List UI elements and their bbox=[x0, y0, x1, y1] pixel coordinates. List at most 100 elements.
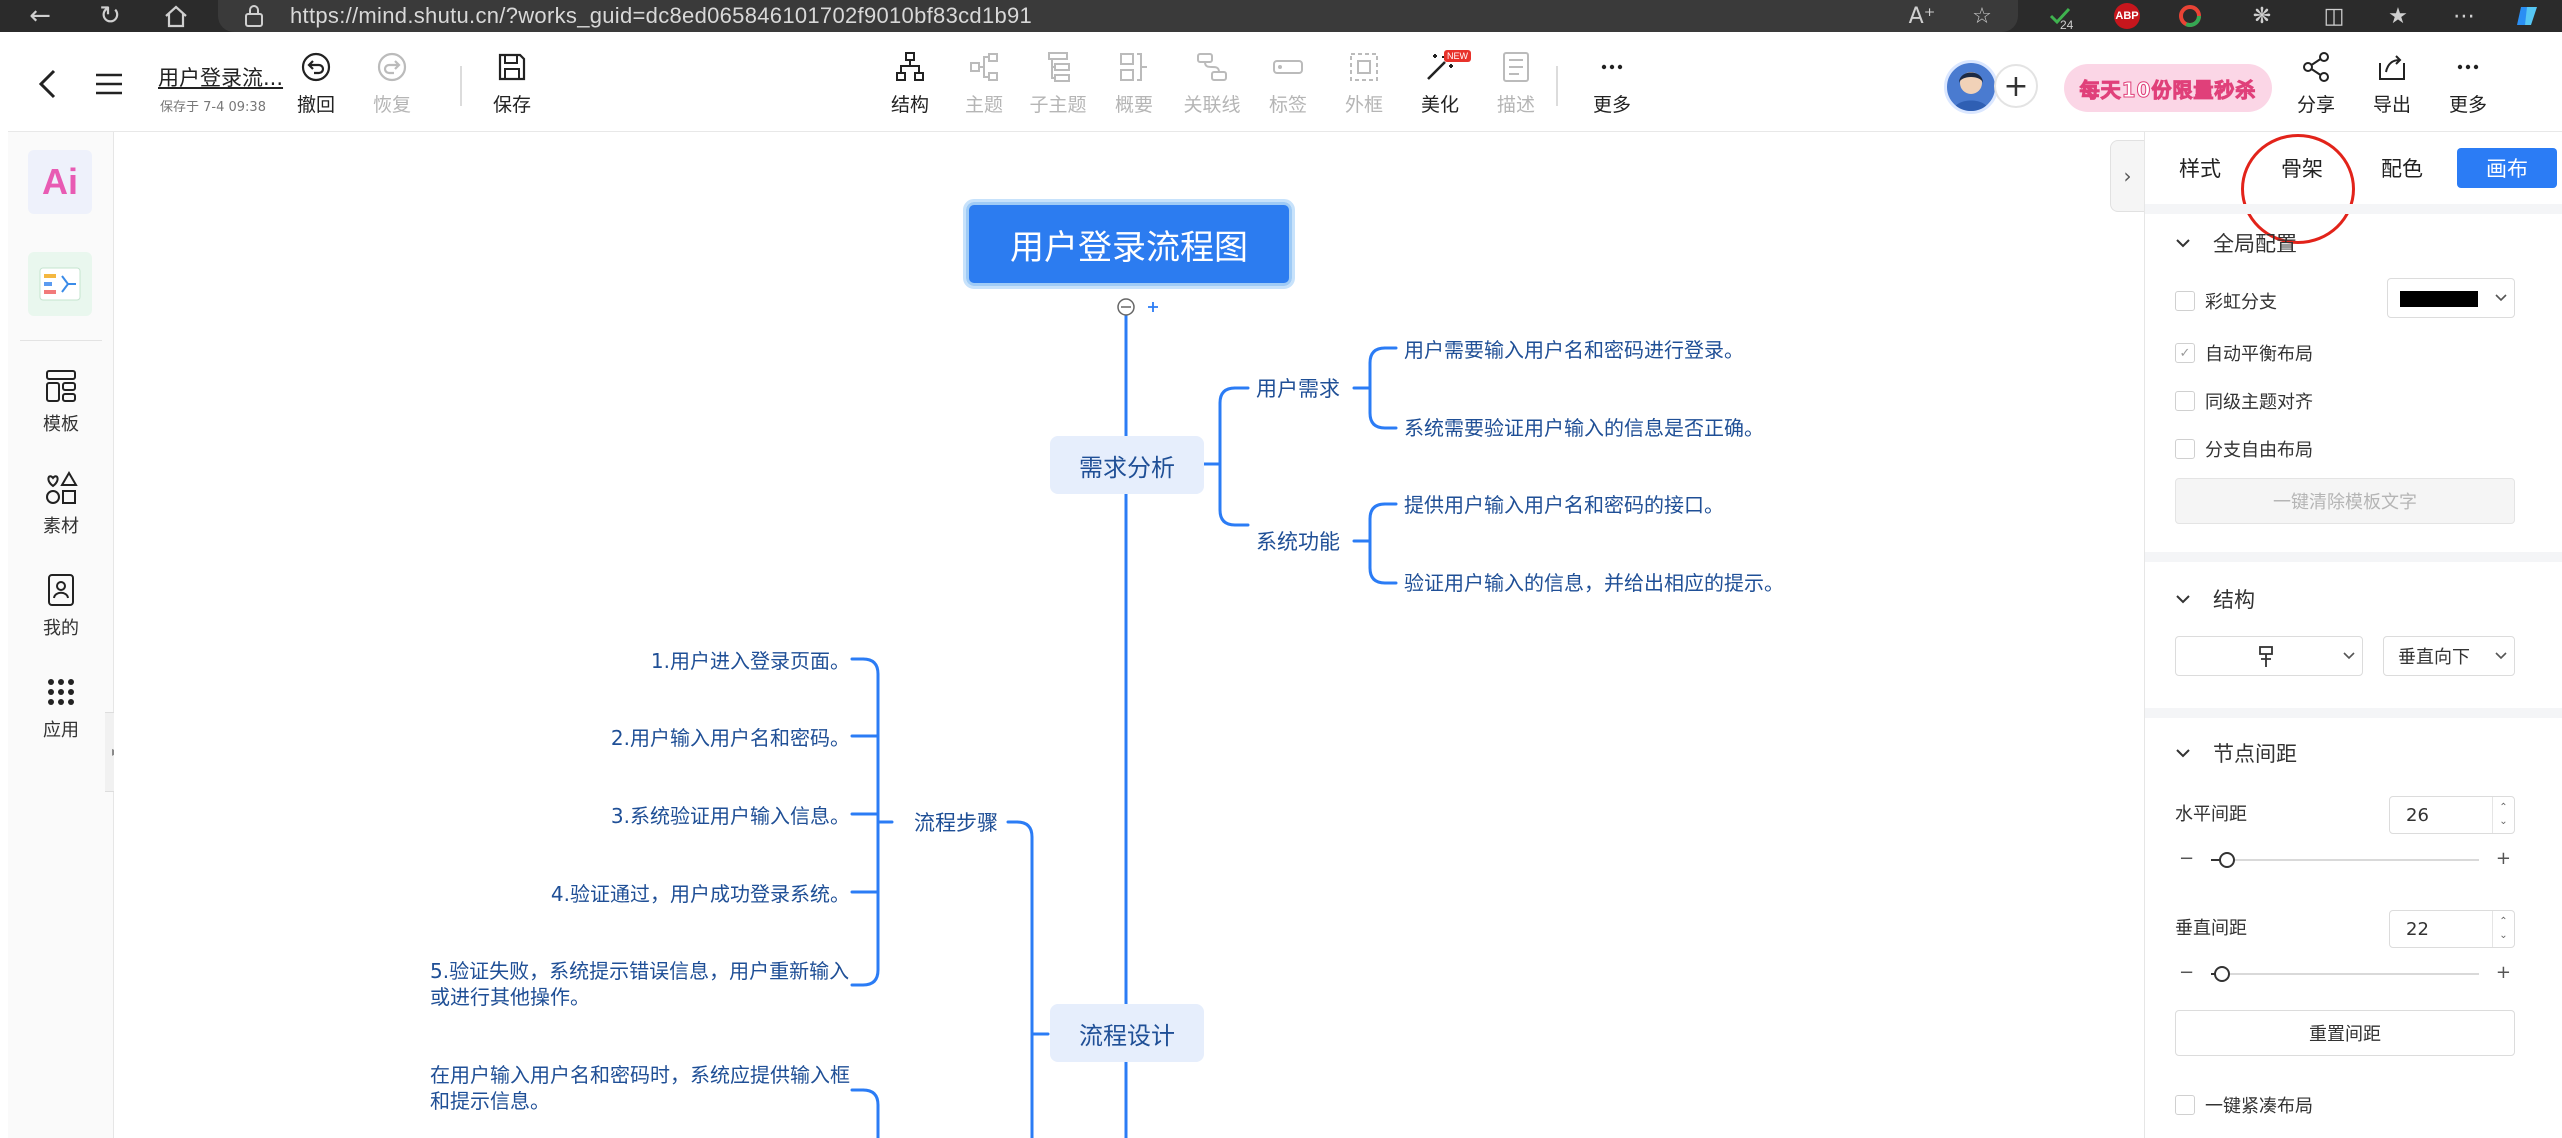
free-branch-checkbox[interactable]: 分支自由布局 bbox=[2175, 436, 2313, 462]
increase-icon[interactable]: + bbox=[2495, 848, 2511, 869]
ai-template-button[interactable] bbox=[28, 252, 92, 316]
clear-template-text-button[interactable]: 一键清除模板文字 bbox=[2175, 478, 2515, 524]
checkbox-box[interactable] bbox=[2175, 291, 2195, 311]
horizontal-spacing-slider[interactable]: − + bbox=[2175, 848, 2515, 872]
frame-button[interactable]: 外框 bbox=[1334, 50, 1394, 122]
collections-icon[interactable]: ★ bbox=[2388, 3, 2408, 29]
relation-line-button[interactable]: 关联线 bbox=[1182, 50, 1242, 122]
share-button[interactable]: 分享 bbox=[2286, 50, 2346, 122]
slider-thumb[interactable] bbox=[2219, 852, 2236, 868]
main-topic-flow-design[interactable]: 流程设计 bbox=[1050, 1004, 1204, 1062]
checkbox-box[interactable]: ✓ bbox=[2175, 343, 2195, 363]
root-topic[interactable]: 用户登录流程图 bbox=[963, 199, 1295, 289]
mindmap-canvas[interactable]: 用户登录流程图 需求分析 用户需求 用户需要输入用户名和密码进行登录。 系统需要… bbox=[114, 132, 2114, 1138]
describe-button[interactable]: 描述 bbox=[1486, 50, 1546, 122]
checkbox-box[interactable] bbox=[2175, 1095, 2195, 1115]
tab-color-scheme[interactable]: 配色 bbox=[2381, 157, 2423, 181]
leaf-topic[interactable]: 4.验证通过，用户成功登录系统。 bbox=[550, 882, 850, 906]
browser-more-icon[interactable]: ⋯ bbox=[2453, 3, 2475, 29]
favorite-star-icon[interactable]: ☆ bbox=[1972, 3, 1992, 29]
tab-canvas[interactable]: 画布 bbox=[2457, 148, 2557, 188]
section-structure[interactable]: 结构 bbox=[2175, 584, 2255, 614]
redo-button[interactable]: 恢复 bbox=[362, 50, 422, 122]
extension-icon[interactable] bbox=[2046, 3, 2074, 29]
read-aloud-icon[interactable]: A⁺ bbox=[1908, 3, 1936, 29]
compact-layout-checkbox[interactable]: 一键紧凑布局 bbox=[2175, 1092, 2313, 1118]
subtopic-flow-steps[interactable]: 流程步骤 bbox=[914, 811, 998, 835]
copilot-icon[interactable] bbox=[2514, 3, 2542, 29]
adblock-icon[interactable]: ABP bbox=[2114, 3, 2140, 29]
horizontal-spacing-input[interactable]: 26 ⌃⌄ bbox=[2389, 796, 2515, 834]
leaf-topic[interactable]: 在用户输入用户名和密码时，系统应提供输入框和提示信息。 bbox=[430, 1063, 850, 1113]
spinner-arrows-icon[interactable]: ⌃⌄ bbox=[2492, 911, 2514, 947]
spinner-arrows-icon[interactable]: ⌃⌄ bbox=[2492, 797, 2514, 833]
checkbox-box[interactable] bbox=[2175, 391, 2195, 411]
export-button[interactable]: 导出 bbox=[2362, 50, 2422, 122]
puzzle-icon[interactable]: ❋ bbox=[2252, 3, 2272, 29]
section-node-spacing[interactable]: 节点间距 bbox=[2175, 738, 2297, 768]
subtopic-button[interactable]: 子主题 bbox=[1028, 50, 1088, 122]
collapse-right-panel-button[interactable]: › bbox=[2110, 140, 2144, 212]
decrease-icon[interactable]: − bbox=[2179, 848, 2195, 869]
url-text[interactable]: https://mind.shutu.cn/?works_guid=dc8ed0… bbox=[290, 3, 1033, 28]
slider-track[interactable] bbox=[2211, 966, 2479, 982]
browser-home-icon[interactable] bbox=[156, 0, 196, 32]
decrease-icon[interactable]: − bbox=[2179, 962, 2195, 983]
undo-button[interactable]: 撤回 bbox=[286, 50, 346, 122]
slider-thumb[interactable] bbox=[2213, 966, 2230, 982]
align-same-level-checkbox[interactable]: 同级主题对齐 bbox=[2175, 388, 2313, 414]
leaf-topic[interactable]: 系统需要验证用户输入的信息是否正确。 bbox=[1404, 416, 1764, 440]
sidebar-item-materials[interactable]: 素材 bbox=[8, 470, 114, 550]
beautify-button[interactable]: 美化 NEW bbox=[1410, 50, 1471, 122]
leaf-topic[interactable]: 用户需要输入用户名和密码进行登录。 bbox=[1404, 338, 1744, 362]
browser-refresh-icon[interactable]: ↻ bbox=[99, 1, 121, 31]
main-topic-requirements[interactable]: 需求分析 bbox=[1050, 436, 1204, 494]
tools-more-button[interactable]: 更多 bbox=[1582, 50, 1642, 122]
subtopic-user-requirements[interactable]: 用户需求 bbox=[1256, 377, 1340, 401]
checkbox-box[interactable] bbox=[2175, 439, 2195, 459]
topic-button[interactable]: 主题 bbox=[954, 50, 1014, 122]
sidebar-item-templates[interactable]: 模板 bbox=[8, 368, 114, 448]
avatar[interactable] bbox=[1944, 60, 1998, 114]
add-collaborator-button[interactable]: + bbox=[1994, 64, 2038, 108]
sidebar-item-apps[interactable]: 应用 bbox=[8, 674, 114, 754]
browser-back-icon[interactable]: ← bbox=[29, 1, 51, 31]
auto-balance-checkbox[interactable]: ✓ 自动平衡布局 bbox=[2175, 340, 2313, 366]
promo-banner[interactable]: 每天10份限量秒杀 bbox=[2064, 64, 2272, 112]
document-title[interactable]: 用户登录流... bbox=[158, 66, 284, 90]
structure-button[interactable]: 结构 bbox=[880, 50, 940, 122]
back-arrow-icon[interactable] bbox=[34, 68, 62, 100]
leaf-topic[interactable]: 1.用户进入登录页面。 bbox=[650, 649, 850, 673]
reset-spacing-button[interactable]: 重置间距 bbox=[2175, 1010, 2515, 1056]
split-screen-icon[interactable]: ◫ bbox=[2323, 3, 2345, 29]
section-global-config[interactable]: 全局配置 bbox=[2175, 228, 2297, 258]
vertical-spacing-input[interactable]: 22 ⌃⌄ bbox=[2389, 910, 2515, 948]
leaf-topic[interactable]: 验证用户输入的信息，并给出相应的提示。 bbox=[1404, 571, 1784, 595]
rainbow-color-select[interactable] bbox=[2387, 278, 2515, 318]
collapse-toggle[interactable] bbox=[1117, 298, 1135, 316]
subtopic-system-functions[interactable]: 系统功能 bbox=[1256, 530, 1340, 554]
color-extension-icon[interactable] bbox=[2176, 3, 2204, 29]
direction-select[interactable]: 垂直向下 bbox=[2383, 636, 2515, 676]
leaf-topic[interactable]: 3.系统验证用户输入信息。 bbox=[610, 804, 850, 828]
leaf-topic[interactable]: 2.用户输入用户名和密码。 bbox=[610, 726, 850, 750]
header-more-button[interactable]: 更多 bbox=[2438, 50, 2498, 122]
save-button[interactable]: 保存 bbox=[482, 50, 542, 122]
sidebar-item-mine[interactable]: 我的 bbox=[8, 572, 114, 652]
structure-type-select[interactable] bbox=[2175, 636, 2363, 676]
summary-button[interactable]: 概要 bbox=[1104, 50, 1164, 122]
tag-icon bbox=[1273, 60, 1303, 74]
leaf-topic[interactable]: 5.验证失败，系统提示错误信息，用户重新输入或进行其他操作。 bbox=[430, 959, 850, 1009]
sidebar-item-label: 应用 bbox=[43, 720, 79, 741]
increase-icon[interactable]: + bbox=[2495, 962, 2511, 983]
tab-style[interactable]: 样式 bbox=[2179, 157, 2221, 181]
ai-assistant-button[interactable]: Ai bbox=[28, 150, 92, 214]
tag-button[interactable]: 标签 bbox=[1258, 50, 1318, 122]
vertical-spacing-slider[interactable]: − + bbox=[2175, 962, 2515, 986]
rainbow-branch-checkbox[interactable]: 彩虹分支 bbox=[2175, 288, 2277, 314]
add-child-icon[interactable] bbox=[1148, 302, 1158, 312]
slider-track[interactable] bbox=[2211, 852, 2479, 868]
address-bar[interactable] bbox=[218, 0, 2018, 32]
leaf-topic[interactable]: 提供用户输入用户名和密码的接口。 bbox=[1404, 493, 1724, 517]
menu-icon[interactable] bbox=[94, 72, 124, 96]
